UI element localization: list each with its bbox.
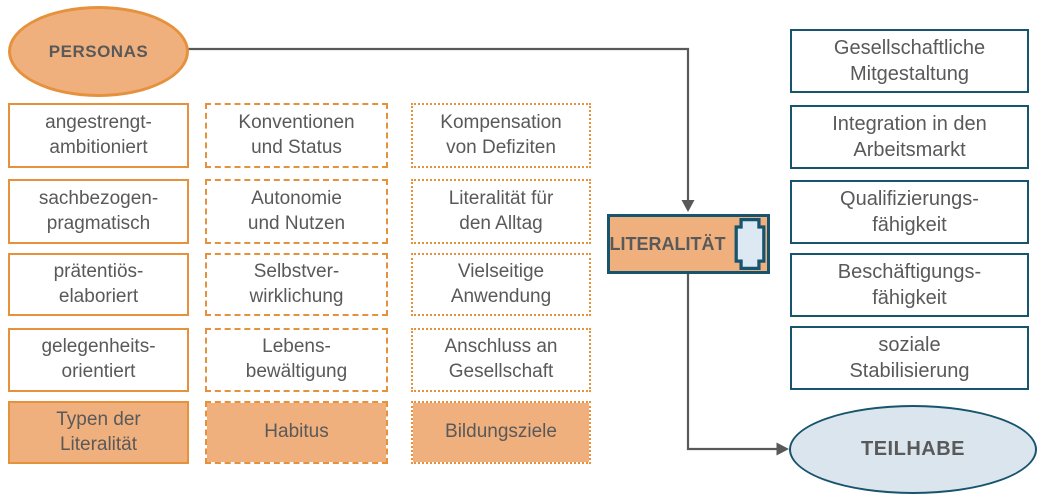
bildungsziel-box: Kompensation von Defiziten [411,103,591,168]
personas-node: PERSONAS [8,6,189,97]
outcome-box: soziale Stabilisierung [790,326,1029,390]
habitus-box: Lebens- bewältigung [205,328,388,392]
personas-label: PERSONAS [48,41,149,61]
bildungsziel-box: Anschluss an Gesellschaft [411,328,591,392]
literality-type-box: angestrengt- ambitioniert [8,103,189,168]
teilhabe-node: TEILHABE [789,405,1037,494]
teilhabe-label: TEILHABE [861,438,965,460]
outcome-box: Integration in den Arbeitsmarkt [790,105,1029,169]
scroll-icon [734,218,765,270]
literality-type-box: gelegenheits- orientiert [8,328,189,392]
column-footer-bildungsziele: Bildungsziele [411,401,591,464]
bildungsziel-box: Vielseitige Anwendung [411,253,591,316]
outcome-box: Beschäftigungs- fähigkeit [790,253,1029,317]
connector-literalitaet-to-teilhabe [686,274,789,456]
literalitaet-label: LITERALITÄT [609,233,726,254]
habitus-box: Autonomie und Nutzen [205,179,388,244]
literality-type-box: sachbezogen- pragmatisch [8,179,189,244]
outcome-box: Qualifizierungs- fähigkeit [790,180,1029,244]
habitus-box: Konventionen und Status [205,103,388,168]
column-footer-typen: Typen der Literalität [8,401,189,464]
bildungsziel-box: Literalität für den Alltag [411,179,591,244]
column-footer-habitus: Habitus [205,401,388,464]
literality-type-box: prätentiös- elaboriert [8,253,189,316]
literalitaet-node: LITERALITÄT [607,214,770,274]
habitus-box: Selbstver- wirklichung [205,253,388,316]
outcome-box: Gesellschaftliche Mitgestaltung [790,29,1029,93]
